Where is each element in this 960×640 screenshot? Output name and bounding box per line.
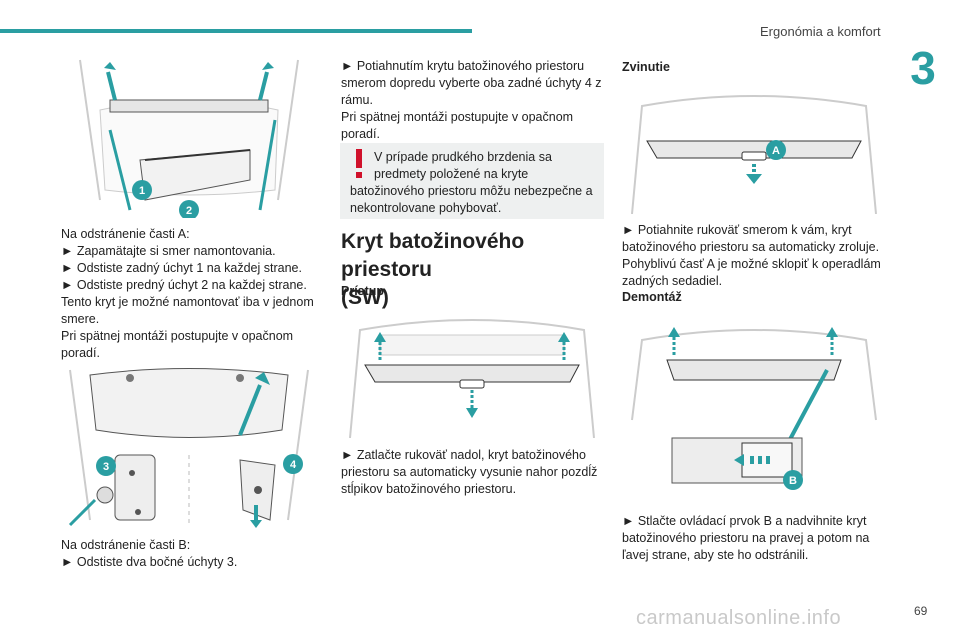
chapter-number: 3 <box>899 44 947 92</box>
col1-text2: Na odstránenie časti B: ► Odstiste dva b… <box>61 538 238 569</box>
warning-icon <box>356 149 362 178</box>
callout-b-label: B <box>789 475 797 487</box>
warning-text: V prípade prudkého brzdenia sa predmety … <box>350 150 593 215</box>
figure-side-clips: 3 4 <box>60 360 318 530</box>
col3-text2: ► Stlačte ovládací prvok B a nadvihnite … <box>622 514 870 562</box>
section-heading: Kryt batožinového priestoru (SW) <box>341 230 525 309</box>
watermark: carmanualsonline.info <box>636 607 842 629</box>
col1-text1: Na odstránenie časti A: ► Zapamätajte si… <box>61 227 314 360</box>
subhead-roll-up: Zvinutie <box>622 60 670 74</box>
callout-1 <box>132 180 152 200</box>
warning-box: V prípade prudkého brzdenia sa predmety … <box>340 143 604 219</box>
col2-text1: ► Potiahnutím krytu batožinového priesto… <box>341 59 602 141</box>
callout-1-label: 1 <box>139 185 145 197</box>
figure-cover-extend <box>340 310 604 438</box>
subhead-removal: Demontáž <box>622 290 682 304</box>
callout-2-label: 2 <box>186 205 192 217</box>
callout-a-label: A <box>772 145 780 157</box>
page-number: 69 <box>914 604 928 618</box>
col3-text1: ► Potiahnite rukoväť smerom k vám, kryt … <box>622 223 881 288</box>
figure-cover-roll-up: A <box>622 86 886 214</box>
figure-rear-shelf-clips: 1 2 <box>60 50 318 218</box>
callout-4-label: 4 <box>290 459 297 471</box>
section-title: Ergonómia a komfort <box>760 24 881 39</box>
subhead-access: Prístup <box>341 284 385 298</box>
callout-2 <box>179 200 199 218</box>
header-accent-bar <box>0 29 472 33</box>
callout-3-label: 3 <box>103 461 109 473</box>
figure-cover-removal: B <box>622 320 886 498</box>
col2-text2: ► Zatlačte rukoväť nadol, kryt batožinov… <box>341 448 598 496</box>
